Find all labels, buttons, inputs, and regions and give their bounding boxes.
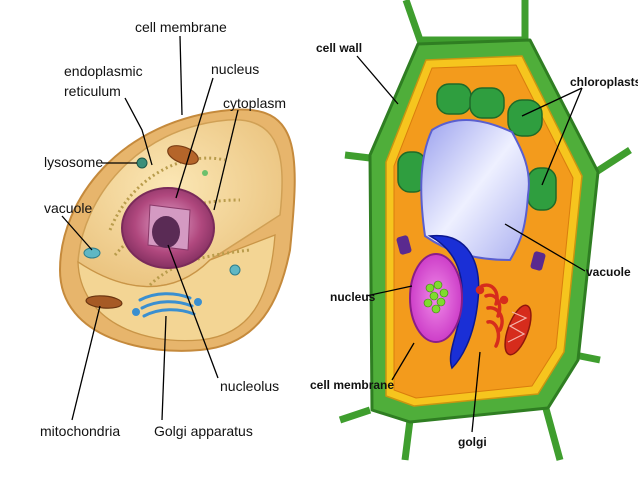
leader-nucleolus [167, 244, 219, 379]
leader-cell-wall [356, 55, 399, 105]
animal-lysosome [136, 157, 148, 169]
animal-mitochondrion-bottom [85, 295, 123, 309]
leader-chloroplasts-1 [521, 87, 583, 117]
animal-golgi [132, 292, 202, 318]
label-er-line1: endoplasmic [64, 63, 143, 79]
label-nucleus: nucleus [211, 61, 259, 77]
leader-nucleus [365, 285, 413, 297]
leader-vacuole [504, 223, 586, 272]
plant-cell: cell wall chloroplasts vacuole nucleus c… [310, 0, 638, 461]
leader-cytoplasm [213, 109, 239, 211]
label-golgi-apparatus: Golgi apparatus [154, 423, 253, 439]
animal-nucleolus [152, 216, 180, 248]
label-vacuole: vacuole [44, 200, 92, 216]
animal-lower-face [77, 234, 276, 342]
animal-vesicle [202, 170, 208, 176]
label-nucleolus: nucleolus [220, 378, 279, 394]
leader-er [124, 97, 153, 166]
leader-golgi [161, 315, 167, 421]
plant-mitochondrion-cristae [507, 311, 528, 343]
label-golgi: golgi [458, 435, 487, 449]
leader-cell-membrane [391, 342, 415, 381]
label-nucleus: nucleus [330, 290, 376, 304]
leader-nucleus [175, 77, 214, 199]
label-chloroplasts: chloroplasts [570, 75, 638, 89]
label-vacuole: vacuole [586, 265, 631, 279]
label-er-line2: reticulum [64, 83, 121, 99]
plant-chloroplast [469, 87, 505, 119]
label-lysosome: lysosome [44, 154, 103, 170]
plant-chloroplast [507, 99, 543, 137]
plant-neighbor-wall-top [402, 0, 529, 44]
animal-vesicle [229, 264, 241, 276]
plant-chloroplast [527, 167, 557, 211]
label-mitochondria: mitochondria [40, 423, 120, 439]
animal-cell: cell membrane endoplasmic reticulum nucl… [40, 19, 296, 439]
leader-mitochondria [71, 305, 101, 421]
label-cell-membrane: cell membrane [135, 19, 227, 35]
plant-vacuole [420, 119, 530, 262]
label-cytoplasm: cytoplasm [223, 95, 286, 111]
plant-neighbor-wall-bottom [401, 404, 564, 461]
leader-vacuole [61, 215, 93, 251]
plant-chloroplast [436, 83, 472, 115]
plant-vesicle [530, 251, 546, 271]
label-cell-membrane: cell membrane [310, 378, 394, 392]
leader-golgi [471, 351, 481, 433]
label-cell-wall: cell wall [316, 41, 362, 55]
plant-vesicle [396, 235, 412, 255]
plant-neighbor-wall-left [338, 151, 372, 424]
plant-er [427, 234, 480, 370]
plant-nucleolus [423, 280, 449, 314]
plant-golgi [475, 283, 509, 348]
leader-chloroplasts-2 [541, 87, 583, 186]
animal-vacuole [83, 247, 101, 259]
leader-cell-membrane [179, 35, 183, 116]
